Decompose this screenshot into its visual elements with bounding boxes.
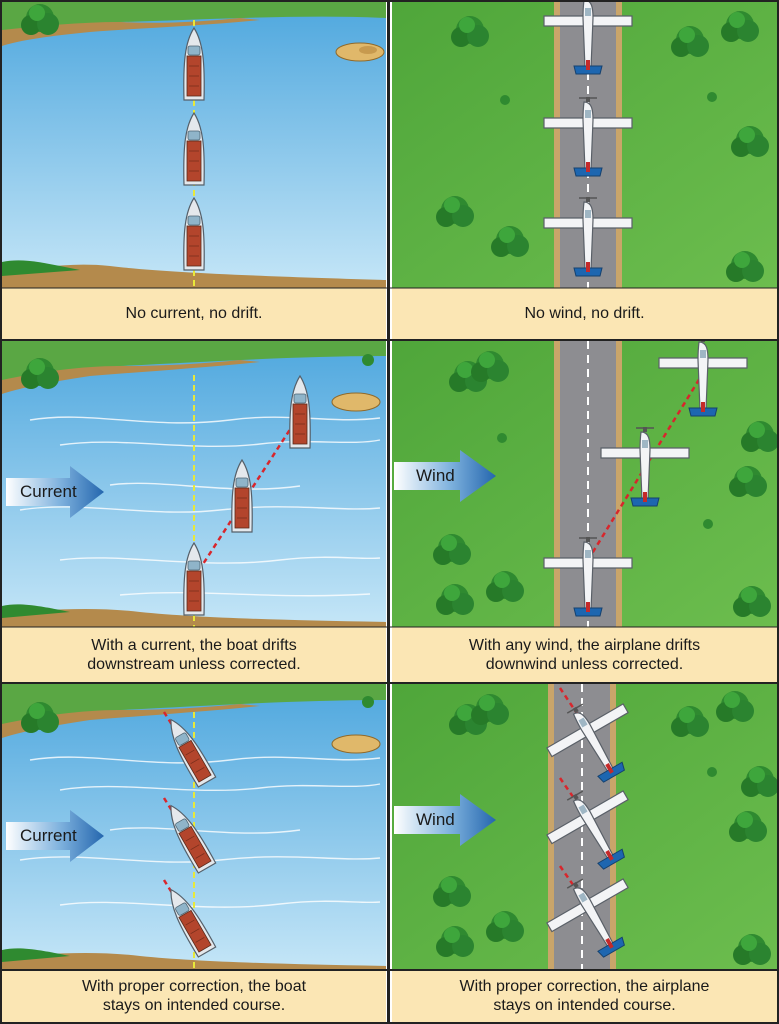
runway-panel-wind-drift — [392, 341, 777, 627]
current-label: Current — [20, 482, 77, 501]
current-arrow — [6, 466, 104, 518]
runway-panel-wind-corrected — [392, 684, 777, 970]
river-panel-current-corrected — [2, 684, 386, 970]
caption-no-current: No current, no drift. — [125, 305, 263, 322]
wind-arrow-corrected — [394, 794, 496, 846]
current-label-corrected: Current — [20, 826, 77, 845]
wind-arrow — [394, 450, 496, 502]
river-panel-current-drift — [2, 341, 386, 627]
wind-label: Wind — [416, 466, 455, 485]
caption-wind-corrected: With proper correction, the airplane sta… — [459, 978, 710, 1014]
caption-no-wind: No wind, no drift. — [524, 305, 645, 322]
caption-wind-drift: With any wind, the airplane drifts downw… — [468, 636, 701, 673]
current-arrow-corrected — [6, 810, 104, 862]
runway-panel-no-wind — [392, 2, 777, 288]
wind-label-corrected: Wind — [416, 810, 455, 829]
caption-current-corrected: With proper correction, the boat stays o… — [81, 978, 307, 1014]
caption-current-drift: With a current, the boat drifts downstre… — [87, 636, 301, 673]
river-panel-no-current — [2, 2, 386, 288]
